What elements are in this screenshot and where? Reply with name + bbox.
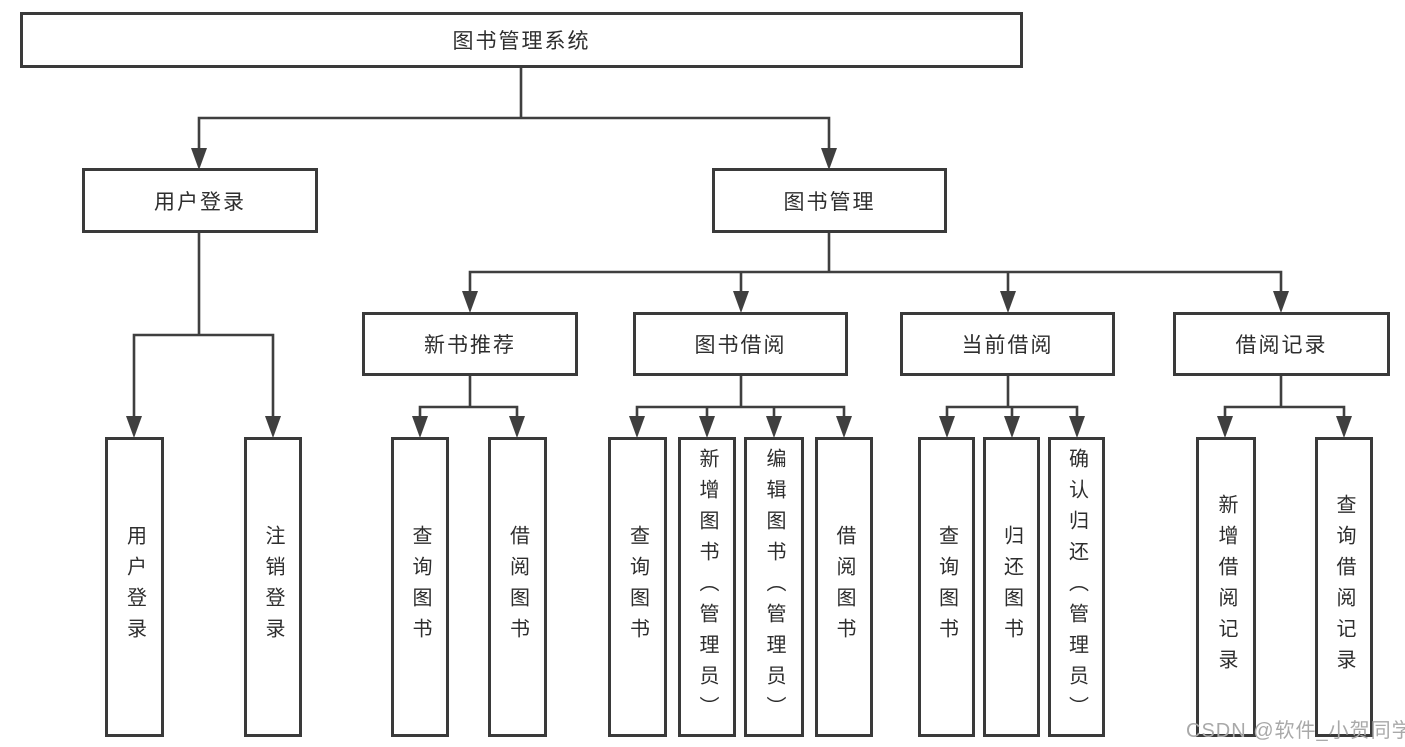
arrow-icon xyxy=(629,416,645,438)
leaf-label: 借阅图书 xyxy=(506,525,529,649)
leaf-label: 新增图书（管理员） xyxy=(696,447,718,727)
leaf-return-book: 归还图书 xyxy=(983,437,1040,737)
arrow-icon xyxy=(699,416,715,438)
leaf-edit-book-admin: 编辑图书（管理员） xyxy=(744,437,804,737)
leaf-label: 查询图书 xyxy=(935,525,958,649)
arrow-icon xyxy=(1217,416,1233,438)
arrow-icon xyxy=(836,416,852,438)
leaf-label: 注销登录 xyxy=(262,525,284,649)
arrow-icon xyxy=(265,416,281,438)
leaf-query-books: 查询图书 xyxy=(391,437,449,737)
node-user-login: 用户登录 xyxy=(82,168,318,233)
arrow-icon xyxy=(126,416,142,438)
arrow-icon xyxy=(821,148,837,170)
leaf-borrow-books: 借阅图书 xyxy=(815,437,873,737)
arrow-icon xyxy=(1000,291,1016,313)
node-borrowing-records: 借阅记录 xyxy=(1173,312,1390,376)
arrow-icon xyxy=(733,291,749,313)
arrow-icon xyxy=(1004,416,1020,438)
leaf-label: 查询借阅记录 xyxy=(1333,494,1355,680)
arrow-icon xyxy=(939,416,955,438)
leaf-label: 查询图书 xyxy=(626,525,649,649)
leaf-label: 借阅图书 xyxy=(833,525,855,649)
node-library-management-system: 图书管理系统 xyxy=(20,12,1023,68)
leaf-confirm-return-admin: 确认归还（管理员） xyxy=(1048,437,1105,737)
leaf-label: 确认归还（管理员） xyxy=(1065,447,1088,727)
arrow-icon xyxy=(191,148,207,170)
arrow-icon xyxy=(1336,416,1352,438)
node-new-book-recommendation: 新书推荐 xyxy=(362,312,578,376)
leaf-borrow-books: 借阅图书 xyxy=(488,437,547,737)
node-current-borrowing: 当前借阅 xyxy=(900,312,1115,376)
leaf-add-book-admin: 新增图书（管理员） xyxy=(678,437,736,737)
arrow-icon xyxy=(509,416,525,438)
arrow-icon xyxy=(1069,416,1085,438)
leaf-query-books: 查询图书 xyxy=(608,437,667,737)
arrow-icon xyxy=(1273,291,1289,313)
arrow-icon xyxy=(412,416,428,438)
leaf-label: 新增借阅记录 xyxy=(1215,494,1237,680)
leaf-label: 查询图书 xyxy=(409,525,431,649)
arrow-icon xyxy=(462,291,478,313)
leaf-add-borrow-record: 新增借阅记录 xyxy=(1196,437,1256,737)
arrow-icon xyxy=(766,416,782,438)
watermark-text: CSDN @软件_小贺同学 xyxy=(1186,720,1405,742)
leaf-label: 归还图书 xyxy=(1000,525,1023,649)
node-book-management: 图书管理 xyxy=(712,168,947,233)
node-book-borrowing: 图书借阅 xyxy=(633,312,848,376)
leaf-user-login: 用户登录 xyxy=(105,437,164,737)
leaf-label: 用户登录 xyxy=(123,525,146,649)
leaf-query-borrow-record: 查询借阅记录 xyxy=(1315,437,1373,737)
leaf-logout: 注销登录 xyxy=(244,437,302,737)
leaf-label: 编辑图书（管理员） xyxy=(763,447,785,727)
leaf-query-books: 查询图书 xyxy=(918,437,975,737)
